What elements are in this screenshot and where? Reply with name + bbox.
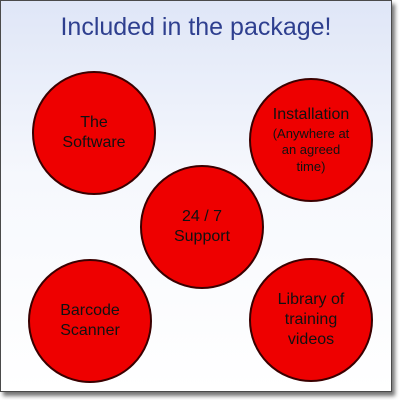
circle-label: Barcode Scanner: [60, 302, 120, 339]
panel-title: Included in the package!: [60, 13, 332, 41]
circle-support: 24 / 7 Support: [140, 165, 264, 289]
circle-label: The Software: [62, 114, 126, 151]
circle-barcode-scanner: Barcode Scanner: [28, 259, 152, 383]
circle-note: (Anywhere at an agreed time): [272, 125, 350, 174]
circle-library-of-training-videos: Library of training videos: [249, 258, 373, 382]
circle-the-software: The Software: [32, 71, 156, 195]
circle-label: Library of training videos: [277, 291, 345, 348]
circle-label: 24 / 7 Support: [173, 208, 231, 245]
circle-installation: Installation (Anywhere at an agreed time…: [249, 78, 373, 202]
circle-label: Installation: [272, 105, 350, 123]
package-panel: Included in the package! The Software In…: [0, 0, 392, 392]
